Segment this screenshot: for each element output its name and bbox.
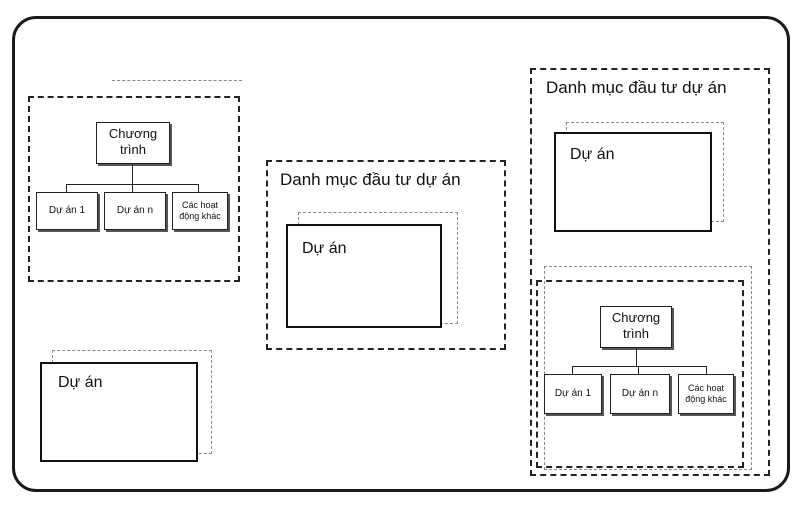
portfolio-right-title: Danh mục đầu tư dự án <box>546 78 727 97</box>
connector-c2-left <box>132 184 133 192</box>
child-other-activities-left: Các hoạt động khác <box>172 192 228 230</box>
program-box-right: Chương trình <box>600 306 672 348</box>
connector-h-right <box>572 366 706 367</box>
child-project-n-right: Dự án n <box>610 374 670 414</box>
connector-c1-right <box>572 366 573 374</box>
program-group-left <box>28 96 240 282</box>
program-label-left: Chương trình <box>108 126 158 157</box>
portfolio-right <box>530 68 770 476</box>
project-center: Dự án <box>286 224 442 328</box>
child-project-1-left: Dự án 1 <box>36 192 98 230</box>
connector-v-left <box>132 164 133 184</box>
project-right: Dự án <box>554 132 712 232</box>
child-project-n-left: Dự án n <box>104 192 166 230</box>
program-group-right <box>536 280 744 468</box>
child-other-activities-right: Các hoạt động khác <box>678 374 734 414</box>
portfolio-center <box>266 160 506 350</box>
project-right-label: Dự án <box>570 146 615 163</box>
portfolio-center-title: Danh mục đầu tư dự án <box>280 170 461 189</box>
connector-c3-right <box>706 366 707 374</box>
connector-v-right <box>636 348 637 366</box>
program-group-right-shadow <box>544 266 752 470</box>
child-project-1-right: Dự án 1 <box>544 374 602 414</box>
connector-c2-right <box>638 366 639 374</box>
standalone-project-label: Dự án <box>58 374 103 391</box>
outer-frame <box>12 16 790 492</box>
standalone-project: Dự án <box>40 362 198 462</box>
program-group-left-shadow <box>112 80 242 84</box>
program-label-right: Chương trình <box>611 310 661 341</box>
project-center-label: Dự án <box>302 240 347 257</box>
connector-c1-left <box>66 184 67 192</box>
program-box-left: Chương trình <box>96 122 170 164</box>
connector-c3-left <box>198 184 199 192</box>
